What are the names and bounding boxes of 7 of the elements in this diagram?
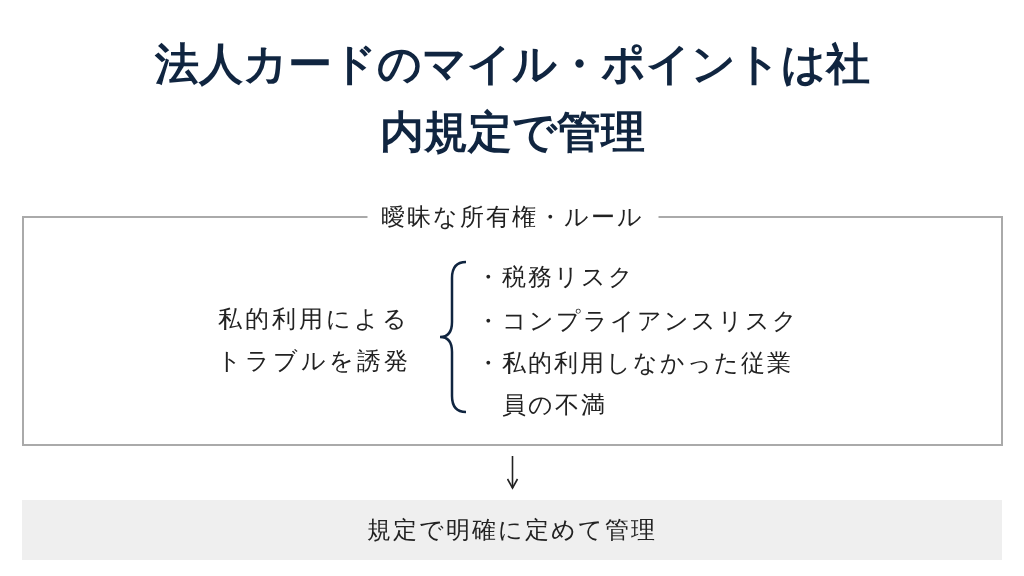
bullet-item: ・税務リスク	[476, 262, 636, 293]
arrow	[506, 455, 519, 489]
cause-text: 私的利用によるトラブルを誘発	[216, 304, 412, 377]
bullet-item: ・私的利用しなかった従業員の不満	[476, 348, 794, 421]
result-text: 規定で明確に定めて管理	[367, 515, 657, 546]
bullet-item: ・コンプライアンスリスク	[476, 306, 800, 337]
title: 法人カードのマイル・ポイントは社内規定で管理	[153, 37, 871, 159]
